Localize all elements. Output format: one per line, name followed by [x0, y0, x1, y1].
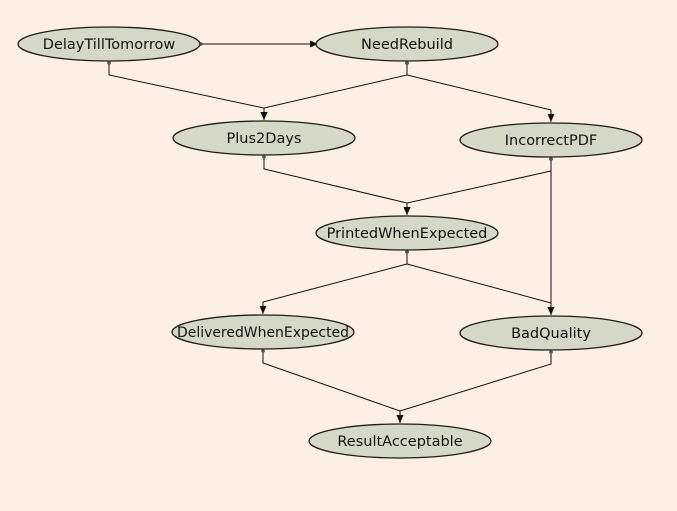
- port-deliveredwhenexpected: [261, 349, 265, 353]
- arrowhead-printedwhenexpected-to-badquality: [547, 307, 555, 315]
- arrowhead-needrebuild-to-incorrectpdf: [547, 114, 555, 122]
- node-delaytilltomorrow-label: DelayTillTomorrow: [43, 37, 176, 53]
- port-delaytilltomorrow: [107, 61, 111, 65]
- node-badquality-ellipse[interactable]: [459, 315, 643, 351]
- edge-incorrectpdf-to-printedwhenexpected: [406, 159, 552, 215]
- node-plus2days-ellipse[interactable]: [172, 120, 356, 156]
- node-printedwhenexpected-label: PrintedWhenExpected: [327, 226, 488, 242]
- arrowhead-needrebuild-to-plus2days: [260, 112, 268, 120]
- node-plus2days[interactable]: Plus2Days: [172, 120, 356, 156]
- node-incorrectpdf[interactable]: IncorrectPDF: [459, 122, 643, 158]
- edge-delaytilltomorrow-to-plus2days: [108, 63, 265, 120]
- node-resultacceptable[interactable]: ResultAcceptable: [308, 423, 492, 459]
- edge-needrebuild-to-plus2days: [263, 63, 408, 120]
- node-delaytilltomorrow[interactable]: DelayTillTomorrow: [17, 26, 201, 62]
- node-badquality-label: BadQuality: [511, 326, 591, 342]
- port-needrebuild: [405, 61, 409, 65]
- node-printedwhenexpected[interactable]: PrintedWhenExpected: [315, 215, 499, 251]
- edge-deliveredwhenexpected-to-resultacceptable: [262, 351, 401, 423]
- node-plus2days-label: Plus2Days: [227, 131, 302, 147]
- node-incorrectpdf-ellipse[interactable]: [459, 122, 643, 158]
- port-incorrectpdf: [549, 157, 553, 161]
- node-needrebuild-label: NeedRebuild: [361, 37, 453, 53]
- node-printedwhenexpected-ellipse[interactable]: [315, 215, 499, 251]
- node-needrebuild[interactable]: NeedRebuild: [315, 26, 499, 62]
- node-deliveredwhenexpected-ellipse[interactable]: [171, 314, 355, 350]
- edge-printedwhenexpected-to-badquality: [406, 252, 552, 315]
- node-needrebuild-ellipse[interactable]: [315, 26, 499, 62]
- arrowhead-printedwhenexpected-to-deliveredwhenexpected: [259, 306, 267, 314]
- port-badquality: [549, 350, 553, 354]
- node-deliveredwhenexpected-label: DeliveredWhenExpected: [177, 325, 349, 341]
- edge-plus2days-to-printedwhenexpected: [263, 157, 408, 215]
- node-resultacceptable-ellipse[interactable]: [308, 423, 492, 459]
- node-resultacceptable-label: ResultAcceptable: [337, 434, 462, 450]
- edge-badquality-to-resultacceptable: [399, 352, 552, 423]
- arrowhead-delaytilltomorrow-to-needrebuild: [310, 40, 318, 48]
- node-deliveredwhenexpected[interactable]: DeliveredWhenExpected: [171, 314, 355, 350]
- arrowhead-badquality-to-resultacceptable: [396, 415, 404, 423]
- edges-layer: [107, 40, 555, 423]
- edge-printedwhenexpected-to-deliveredwhenexpected: [262, 252, 408, 314]
- port-plus2days: [262, 155, 266, 159]
- node-badquality[interactable]: BadQuality: [459, 315, 643, 351]
- node-delaytilltomorrow-ellipse[interactable]: [17, 26, 201, 62]
- nodes-layer: DelayTillTomorrow NeedRebuild Plus2Days …: [17, 26, 643, 459]
- edge-needrebuild-to-incorrectpdf: [406, 63, 552, 122]
- port-printedwhenexpected: [405, 250, 409, 254]
- arrowhead-incorrectpdf-to-printedwhenexpected: [403, 207, 411, 215]
- node-incorrectpdf-label: IncorrectPDF: [505, 133, 598, 149]
